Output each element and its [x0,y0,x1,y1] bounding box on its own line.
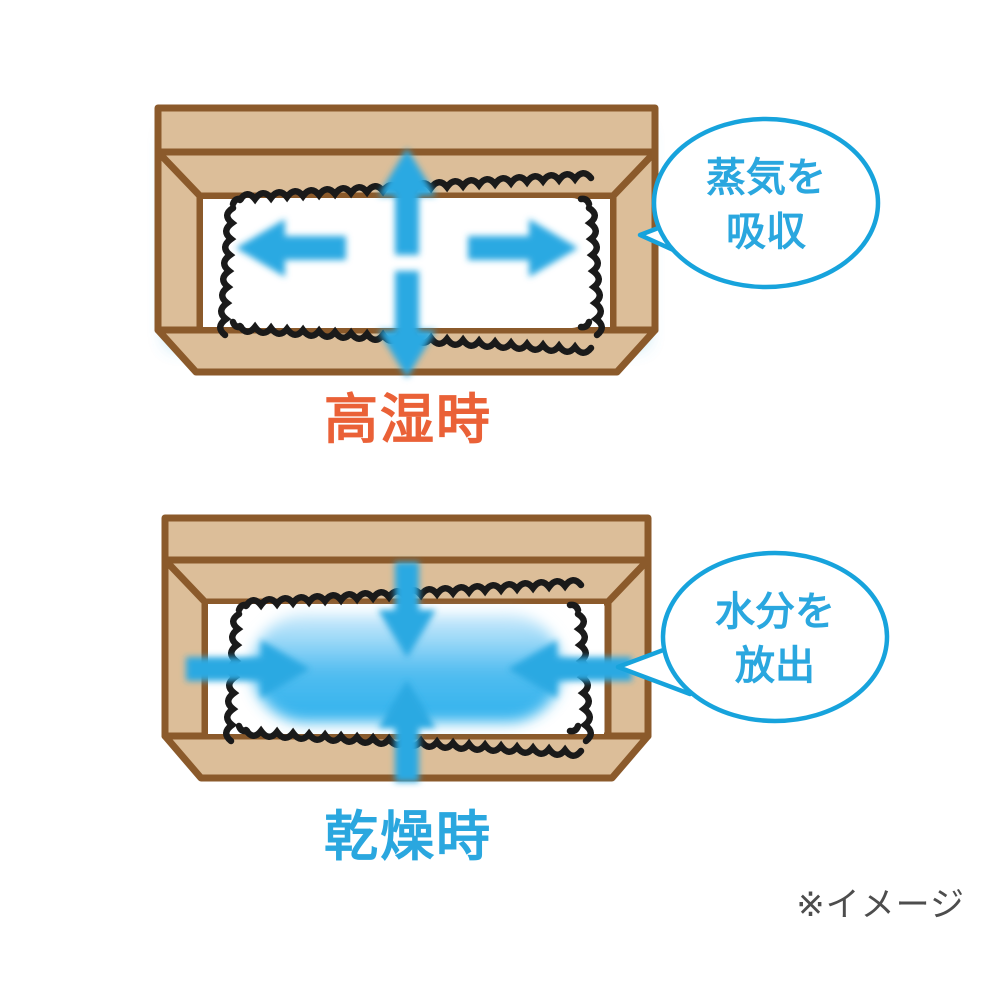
desiccant-pad-contracted [223,577,594,759]
arrow-down-icon [378,271,436,378]
pad-scallop-corner-tl [229,195,245,208]
bubble-line-2-absorb: 吸収 [726,209,806,255]
pad-scallop-corner-tr-2 [566,601,582,614]
expansion-arrows [236,148,578,378]
pad-scallop-right [584,204,605,339]
arrow-right-icon-2 [186,640,310,698]
pad-scallop-corner-bl [229,318,245,331]
arrow-up-icon-2 [378,680,436,782]
arrow-left-icon-2 [508,640,632,698]
pad-scallop-left [217,204,238,339]
pad-scallop-corner-br-2 [566,722,582,735]
box-lid-top [154,104,659,156]
panel-dry: 水分を 放出 乾燥時 [161,514,890,868]
arrow-left-icon [236,219,346,277]
box-lid-bottom [161,514,652,564]
caption-high-humidity: 高湿時 [324,388,492,451]
bubble-line-1-absorb: 蒸気を [706,155,826,201]
bubble-line-2-release: 放出 [735,643,815,689]
gel-body [252,614,562,722]
pad-scallop-corner-tr [577,195,593,208]
carton-box-bottom [161,514,652,782]
caption-dry: 乾燥時 [324,805,492,868]
desiccant-pad-expanded [217,170,605,356]
arrow-down-icon-2 [378,562,436,658]
speech-bubble-absorb[interactable]: 蒸気を 吸収 [637,116,881,290]
speech-bubble-release[interactable]: 水分を 放出 [615,550,890,724]
arrow-right-icon [468,219,578,277]
panel-high-humidity: 蒸気を 吸収 高湿時 [154,104,881,451]
arrow-up-icon [378,148,436,255]
pad-scallop-corner-tl-2 [235,601,251,614]
pad-scallop-corner-br [577,318,593,331]
bubble-line-1-release: 水分を [715,589,835,635]
image-disclaimer-footnote: ※イメージ [796,885,965,925]
bubble-body-absorb [651,116,881,290]
bubble-body-release [660,550,890,724]
pad-scallop-corner-bl-2 [235,722,251,735]
gel-body-group [252,614,562,722]
pad-core-white [228,198,586,328]
contraction-arrows [186,562,632,782]
